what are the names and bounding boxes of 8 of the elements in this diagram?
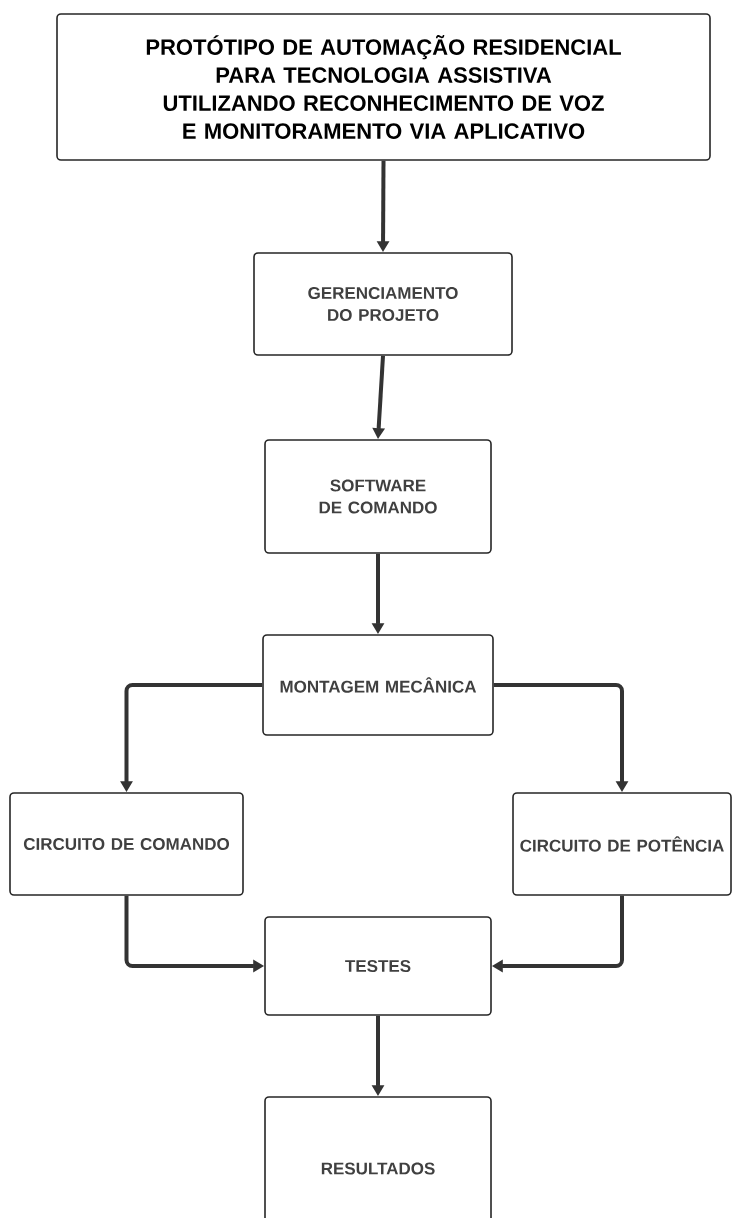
process-box: GERENCIAMENTO DO PROJETO xyxy=(253,252,513,356)
title-box: PROTÓTIPO DE AUTOMAÇÃO RESIDENCIAL PARA TECNOLOGIA ASSISTIVA UTILIZANDO RECONHECIMENTO DE VOZ E MONITORAMENTO VIA APLICATIVO xyxy=(56,13,711,161)
process-box: CIRCUITO DE COMANDO xyxy=(9,792,244,896)
process-box: TESTES xyxy=(264,916,492,1016)
process-box: RESULTADOS xyxy=(264,1096,492,1218)
process-box: CIRCUITO DE POTÊNCIA xyxy=(512,792,732,896)
process-box: SOFTWARE DE COMANDO xyxy=(264,439,492,554)
process-box: MONTAGEM MECÂNICA xyxy=(262,634,494,736)
